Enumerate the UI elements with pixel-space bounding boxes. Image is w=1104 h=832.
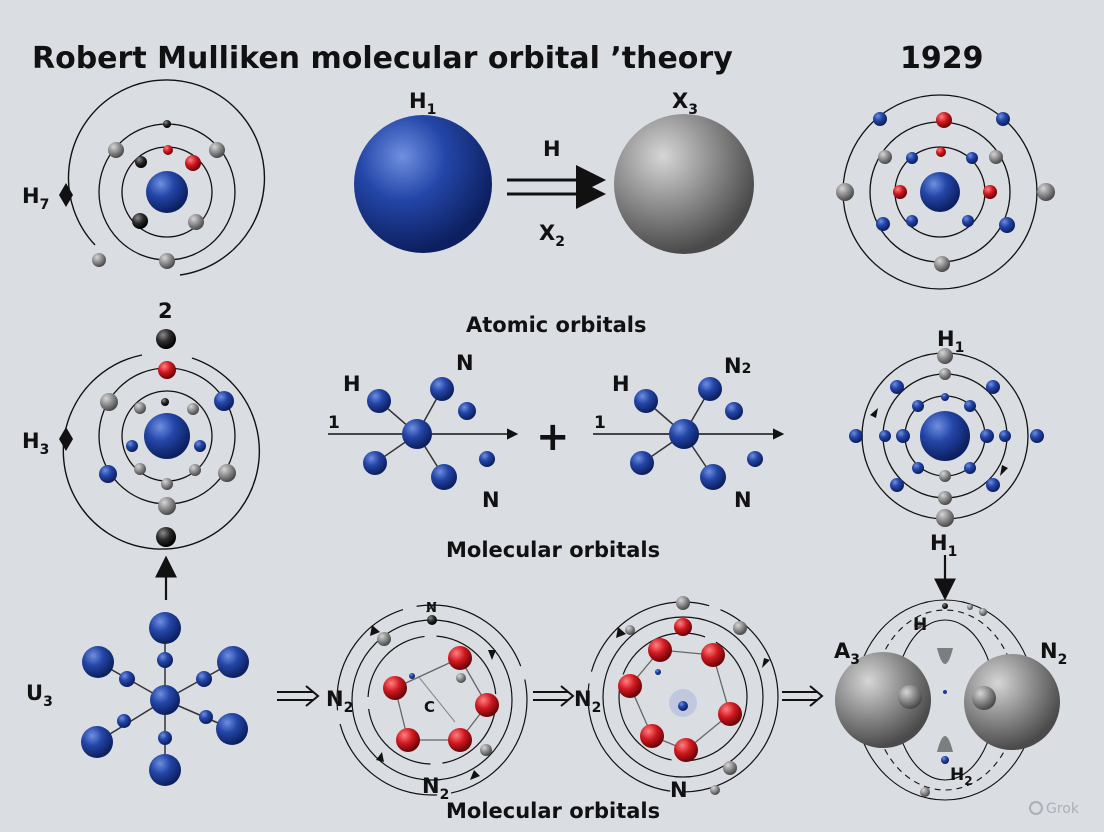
atom-h3	[62, 354, 261, 550]
label-right-down: H1	[930, 531, 957, 560]
diagram-title: Robert Mulliken molecular orbital ’theor…	[32, 41, 733, 76]
final-left-label: A3	[834, 639, 860, 668]
double-arrow-3	[782, 685, 824, 707]
diamond-icon	[59, 427, 73, 451]
atom-right-top	[836, 94, 1055, 290]
arrow-top-label: H	[543, 137, 561, 161]
star-molecule	[81, 612, 249, 786]
atom-bottom-black	[156, 527, 176, 547]
caption-molecular-orbitals-mid: Molecular orbitals	[446, 538, 660, 562]
ring2-bottom-label: N	[670, 778, 688, 802]
watermark-text: Grok	[1046, 801, 1080, 817]
mol1-n-top-label: N	[456, 351, 474, 375]
ring1-bottom-label: N2	[422, 774, 449, 803]
ring1-left-label: N2	[326, 687, 353, 716]
label-h3: H3	[22, 429, 49, 458]
caption-molecular-orbitals-bottom: Molecular orbitals	[446, 799, 660, 823]
label-right-h1: H1	[937, 327, 964, 356]
label-h7: H7	[22, 184, 49, 213]
arrow-bottom-label: X2	[539, 221, 565, 250]
ring-molecule-1	[336, 604, 528, 796]
diamond-icon	[59, 183, 73, 207]
atom-right-middle	[849, 348, 1044, 527]
double-arrow-1	[277, 685, 320, 707]
final-right-label: N2	[1040, 639, 1067, 668]
mol1-axis-label: 1	[328, 413, 340, 433]
watermark: Grok	[1029, 801, 1080, 817]
gray-sphere	[614, 114, 754, 254]
plus-sign: +	[536, 414, 570, 460]
final-top-label: H	[913, 615, 927, 635]
mol2-h-label: H	[612, 372, 630, 396]
diatomic-molecule	[835, 599, 1060, 801]
blue-sphere	[354, 115, 492, 253]
molecule-2	[593, 377, 785, 490]
atom-top-black	[156, 329, 176, 349]
label-gray-sphere: X3	[672, 89, 698, 118]
label-blue-sphere: H1	[409, 89, 436, 118]
molecule-1	[328, 377, 519, 490]
final-bottom-label: H2	[950, 765, 973, 788]
ring1-center-label: C	[424, 698, 435, 716]
mol2-axis-label: 1	[594, 413, 606, 433]
grok-logo-icon	[1029, 801, 1043, 815]
mol1-h-label: H	[343, 372, 361, 396]
ring-molecule-2	[587, 596, 779, 795]
ring1-top-label: N̸	[426, 601, 437, 616]
ring2-left-label: N2	[574, 687, 601, 716]
label-u3: U3	[26, 681, 53, 710]
mol2-n-bottom-label: N	[734, 488, 752, 512]
double-arrow-2	[533, 685, 575, 707]
label-left-number: 2	[158, 299, 173, 323]
caption-atomic-orbitals: Atomic orbitals	[466, 313, 646, 337]
mol2-n-top-label: N2	[724, 354, 751, 378]
atom-h7	[67, 79, 266, 276]
mol1-n-bottom-label: N	[482, 488, 500, 512]
year-label: 1929	[900, 41, 984, 76]
